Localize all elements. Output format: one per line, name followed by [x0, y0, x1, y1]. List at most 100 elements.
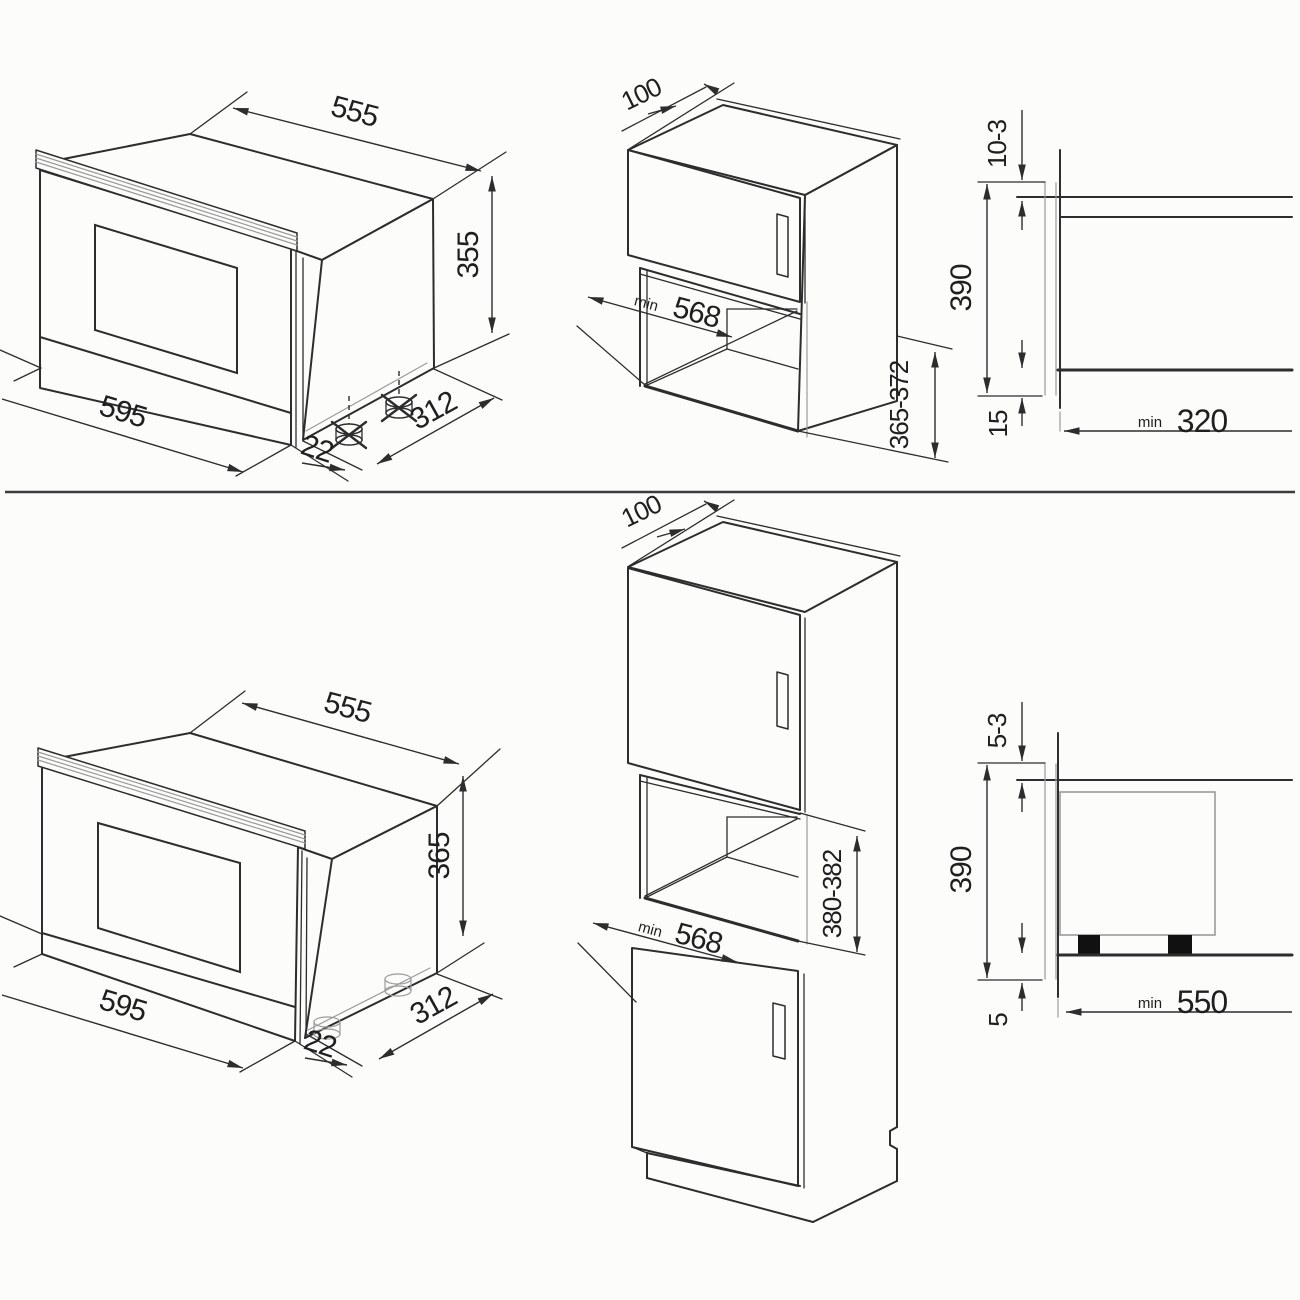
line-primitive [799, 812, 866, 832]
line-primitive [644, 310, 798, 385]
line-primitive [797, 430, 949, 463]
line-primitive [896, 335, 953, 350]
line-primitive [726, 856, 799, 878]
cabinet-door [627, 149, 801, 303]
line-primitive [644, 856, 728, 899]
oven-door-window [94, 223, 238, 375]
dim-niche-height-label: 365-372 [884, 360, 914, 449]
dim-min-depth-label: 320 [1177, 403, 1228, 439]
dim-door-thickness: 22 [297, 428, 346, 472]
line-primitive [302, 440, 363, 471]
line-primitive [35, 157, 298, 242]
line-primitive [433, 368, 503, 401]
cabinet-niche [639, 774, 801, 943]
dim-min-depth-label: 550 [1177, 984, 1228, 1020]
line-primitive [656, 528, 686, 538]
line-primitive [577, 942, 637, 1003]
line-primitive [797, 940, 866, 956]
dim-overhang-label: 100 [616, 488, 666, 533]
min-label: min [636, 918, 664, 941]
line-primitive [436, 748, 501, 807]
side-section-top-view: 10-3 390 15 min 320 [945, 110, 1294, 439]
dim-panel-height-label: 390 [945, 846, 978, 893]
line-primitive [13, 367, 42, 382]
oven-isometric-top-view: 555 355 595 22 312 [0, 90, 510, 482]
line-primitive [37, 755, 306, 840]
line-primitive [433, 333, 510, 369]
line-primitive [301, 462, 346, 472]
line-primitive [646, 1152, 801, 1187]
dim-min-depth: min 320 [1064, 403, 1292, 439]
line-primitive [305, 857, 308, 1039]
line-primitive [378, 993, 494, 1060]
line-primitive [639, 774, 801, 815]
side-section-bottom-view: 5-3 390 5 min 550 [945, 702, 1294, 1027]
oven-handle [35, 149, 298, 252]
line-primitive [241, 702, 460, 765]
line-primitive [703, 500, 720, 512]
line-primitive [644, 348, 728, 387]
line-primitive [290, 444, 349, 482]
dim-niche-height: 365-372 [797, 335, 953, 463]
dim-top-gap-label: 10-3 [982, 119, 1012, 168]
upper-door-handle [776, 671, 789, 730]
wall-cabinet-view: 100 min 568 365-372 [576, 71, 953, 463]
dim-niche-height-label: 380-382 [817, 849, 847, 938]
dim-top-width-label: 555 [320, 686, 374, 730]
dim-height-label: 355 [452, 231, 485, 278]
line-primitive [35, 153, 298, 238]
dim-bottom-gap-label: 5 [983, 1013, 1013, 1027]
line-primitive [621, 503, 707, 549]
line-primitive [592, 922, 738, 963]
min-label: min [632, 292, 660, 315]
dim-depth-label: 312 [405, 980, 462, 1032]
line-primitive [239, 1040, 296, 1073]
cabinet-niche [639, 267, 801, 433]
dim-panel-height: 390 [945, 184, 991, 393]
cabinet-door-handle [776, 213, 789, 278]
dim-niche-width-label: 568 [669, 291, 723, 335]
line-primitive [305, 362, 428, 432]
line-primitive [716, 515, 901, 557]
cabinet-upper-door [627, 567, 801, 811]
oven-handle [37, 747, 306, 850]
line-primitive [576, 325, 646, 386]
tall-cabinet-view: 100 min 568 380-382 [577, 488, 901, 1223]
oven-isometric-bottom-view: 555 365 595 22 312 [0, 686, 503, 1078]
line-primitive [189, 690, 246, 734]
line-primitive [39, 336, 292, 414]
microwave-foot-2 [1168, 935, 1192, 955]
line-primitive [307, 967, 431, 1031]
dim-front-width: 595 [1, 389, 244, 473]
line-primitive [41, 932, 296, 1008]
line-primitive [0, 915, 43, 935]
line-primitive [639, 267, 801, 315]
line-primitive [716, 98, 901, 140]
line-primitive [189, 91, 248, 135]
dim-bottom-gap: 15 [983, 340, 1026, 437]
line-primitive [703, 83, 720, 95]
microwave-outline [1059, 791, 1216, 936]
line-primitive [643, 384, 800, 433]
line-primitive [812, 1180, 898, 1223]
min-label: min [1138, 995, 1162, 1012]
line-primitive [0, 349, 42, 369]
dim-top-width-label: 555 [327, 90, 381, 134]
line-primitive [646, 1177, 814, 1223]
dim-overhang-label: 100 [616, 71, 666, 116]
microwave-foot-1 [1078, 935, 1100, 955]
dim-front-width-label: 595 [95, 983, 150, 1028]
ellipse-primitive [313, 1028, 341, 1040]
dim-top-gap: 10-3 [982, 110, 1026, 230]
line-primitive [376, 397, 495, 465]
lower-door-handle [772, 1002, 786, 1060]
line-primitive [726, 348, 799, 370]
dim-niche-height: 380-382 [797, 812, 866, 956]
min-label: min [1138, 414, 1162, 431]
line-primitive [436, 942, 485, 974]
line-primitive [1, 398, 244, 473]
line-primitive [305, 1033, 363, 1067]
cabinet-top-face [627, 104, 898, 196]
